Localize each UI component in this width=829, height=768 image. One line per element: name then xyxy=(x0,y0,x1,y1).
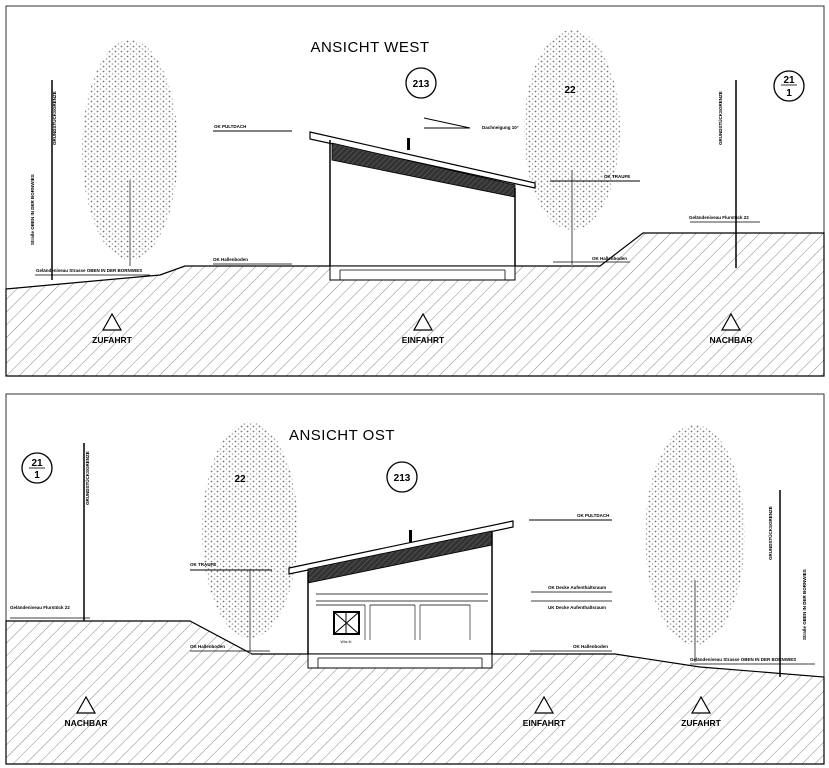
arrow-nachbar-ost: NACHBAR xyxy=(65,695,108,728)
arrow-label-einfahrt-ost: EINFAHRT xyxy=(523,718,566,728)
label-flurstueck-west: Geländeniveau Flurstück 22 xyxy=(689,215,749,220)
panel-west: ANSICHT WEST 213 21 1 22 OK PULTDACH Dac… xyxy=(5,5,825,377)
ref-circle-213-ost: 213 xyxy=(386,461,418,493)
label-uk-decke-ost: UK Decke Aufenthaltsraum xyxy=(548,605,606,610)
label-ok-traufe-ost: OK TRAUFE xyxy=(190,562,216,567)
ref-circle-21-west-den: 1 xyxy=(786,88,792,99)
label-strasse-vertical-west: Straße OBEN IN DER BORNWIES xyxy=(30,174,35,245)
label-ok-pultdach-ost: OK PULTDACH xyxy=(577,513,609,518)
ref-circle-21-west-num: 21 xyxy=(783,75,795,86)
label-strasse-ost: Geländeniveau Strasse OBEN IN DER BORNWI… xyxy=(690,657,796,662)
tree-ost-left xyxy=(202,422,298,654)
ground-ost xyxy=(5,620,825,765)
label-strasse-vertical-ost: Straße OBEN IN DER BORNWIES xyxy=(802,569,807,640)
arrow-nachbar-west: NACHBAR xyxy=(710,312,753,345)
label-ok-decke-ost: OK Decke Aufenthaltsraum xyxy=(548,585,606,590)
tree-label-ost: 22 xyxy=(234,474,246,485)
ref-circle-21-1-west: 21 1 xyxy=(773,70,805,102)
window-label-ost: Whs 4t xyxy=(341,640,352,644)
label-grenze-ost-right: GRUNDSTÜCKSGRENZE xyxy=(767,506,773,560)
arrow-label-zufahrt-ost: ZUFAHRT xyxy=(681,718,721,728)
label-ok-pultdach-west: OK PULTDACH xyxy=(214,124,246,129)
arrow-einfahrt-west: EINFAHRT xyxy=(402,312,445,345)
arrow-zufahrt-west: ZUFAHRT xyxy=(92,312,133,345)
tree-west-right xyxy=(524,30,620,266)
ref-circle-213-ost-label: 213 xyxy=(394,473,411,484)
ref-circle-213-west-label: 213 xyxy=(413,79,430,90)
label-hallenboden-west-right: OK Hallenboden xyxy=(592,256,627,261)
title-ost: ANSICHT OST xyxy=(289,427,395,444)
building-west xyxy=(309,131,536,281)
label-ok-traufe-west: OK TRAUFE xyxy=(604,174,630,179)
ref-circle-21-ost-den: 1 xyxy=(34,470,40,481)
roof-slope-indicator xyxy=(423,117,471,129)
panel-ost: Whs 4t ANSICHT OST 21 1 213 22 xyxy=(5,393,825,765)
label-flurstueck-ost: Geländeniveau Flurstück 22 xyxy=(10,605,70,610)
window-ost xyxy=(333,611,360,635)
title-west: ANSICHT WEST xyxy=(310,39,429,56)
label-hallenboden-west-left: OK Hallenboden xyxy=(213,257,248,262)
arrow-einfahrt-ost: EINFAHRT xyxy=(523,695,566,728)
tree-west-left xyxy=(82,40,178,266)
ground-west xyxy=(5,232,825,377)
label-strasse-west: Geländeniveau Strasse OBEN IN DER BORNWI… xyxy=(36,268,142,273)
arrow-label-nachbar-west: NACHBAR xyxy=(710,335,753,345)
tree-ost-right xyxy=(645,425,745,662)
arrow-zufahrt-ost: ZUFAHRT xyxy=(681,695,722,728)
label-grenze-ost-left: GRUNDSTÜCKSGRENZE xyxy=(84,451,90,505)
ref-circle-21-1-ost: 21 1 xyxy=(21,452,53,484)
arrow-label-nachbar-ost: NACHBAR xyxy=(65,718,108,728)
arrow-label-einfahrt-west: EINFAHRT xyxy=(402,335,445,345)
label-grenze-west-left: GRUNDSTÜCKSGRENZE xyxy=(51,91,57,145)
arrow-label-zufahrt-west: ZUFAHRT xyxy=(92,335,132,345)
label-hallenboden-ost-left: OK Hallenboden xyxy=(190,644,225,649)
ref-circle-21-ost-num: 21 xyxy=(31,458,43,469)
ref-circle-213-west: 213 xyxy=(405,67,437,99)
label-dachneigung-west: Dachneigung 10° xyxy=(482,125,519,130)
label-hallenboden-ost-right: OK Hallenboden xyxy=(573,644,608,649)
tree-label-west: 22 xyxy=(564,85,576,96)
label-grenze-west-right: GRUNDSTÜCKSGRENZE xyxy=(717,91,723,145)
building-ost: Whs 4t xyxy=(288,520,514,669)
